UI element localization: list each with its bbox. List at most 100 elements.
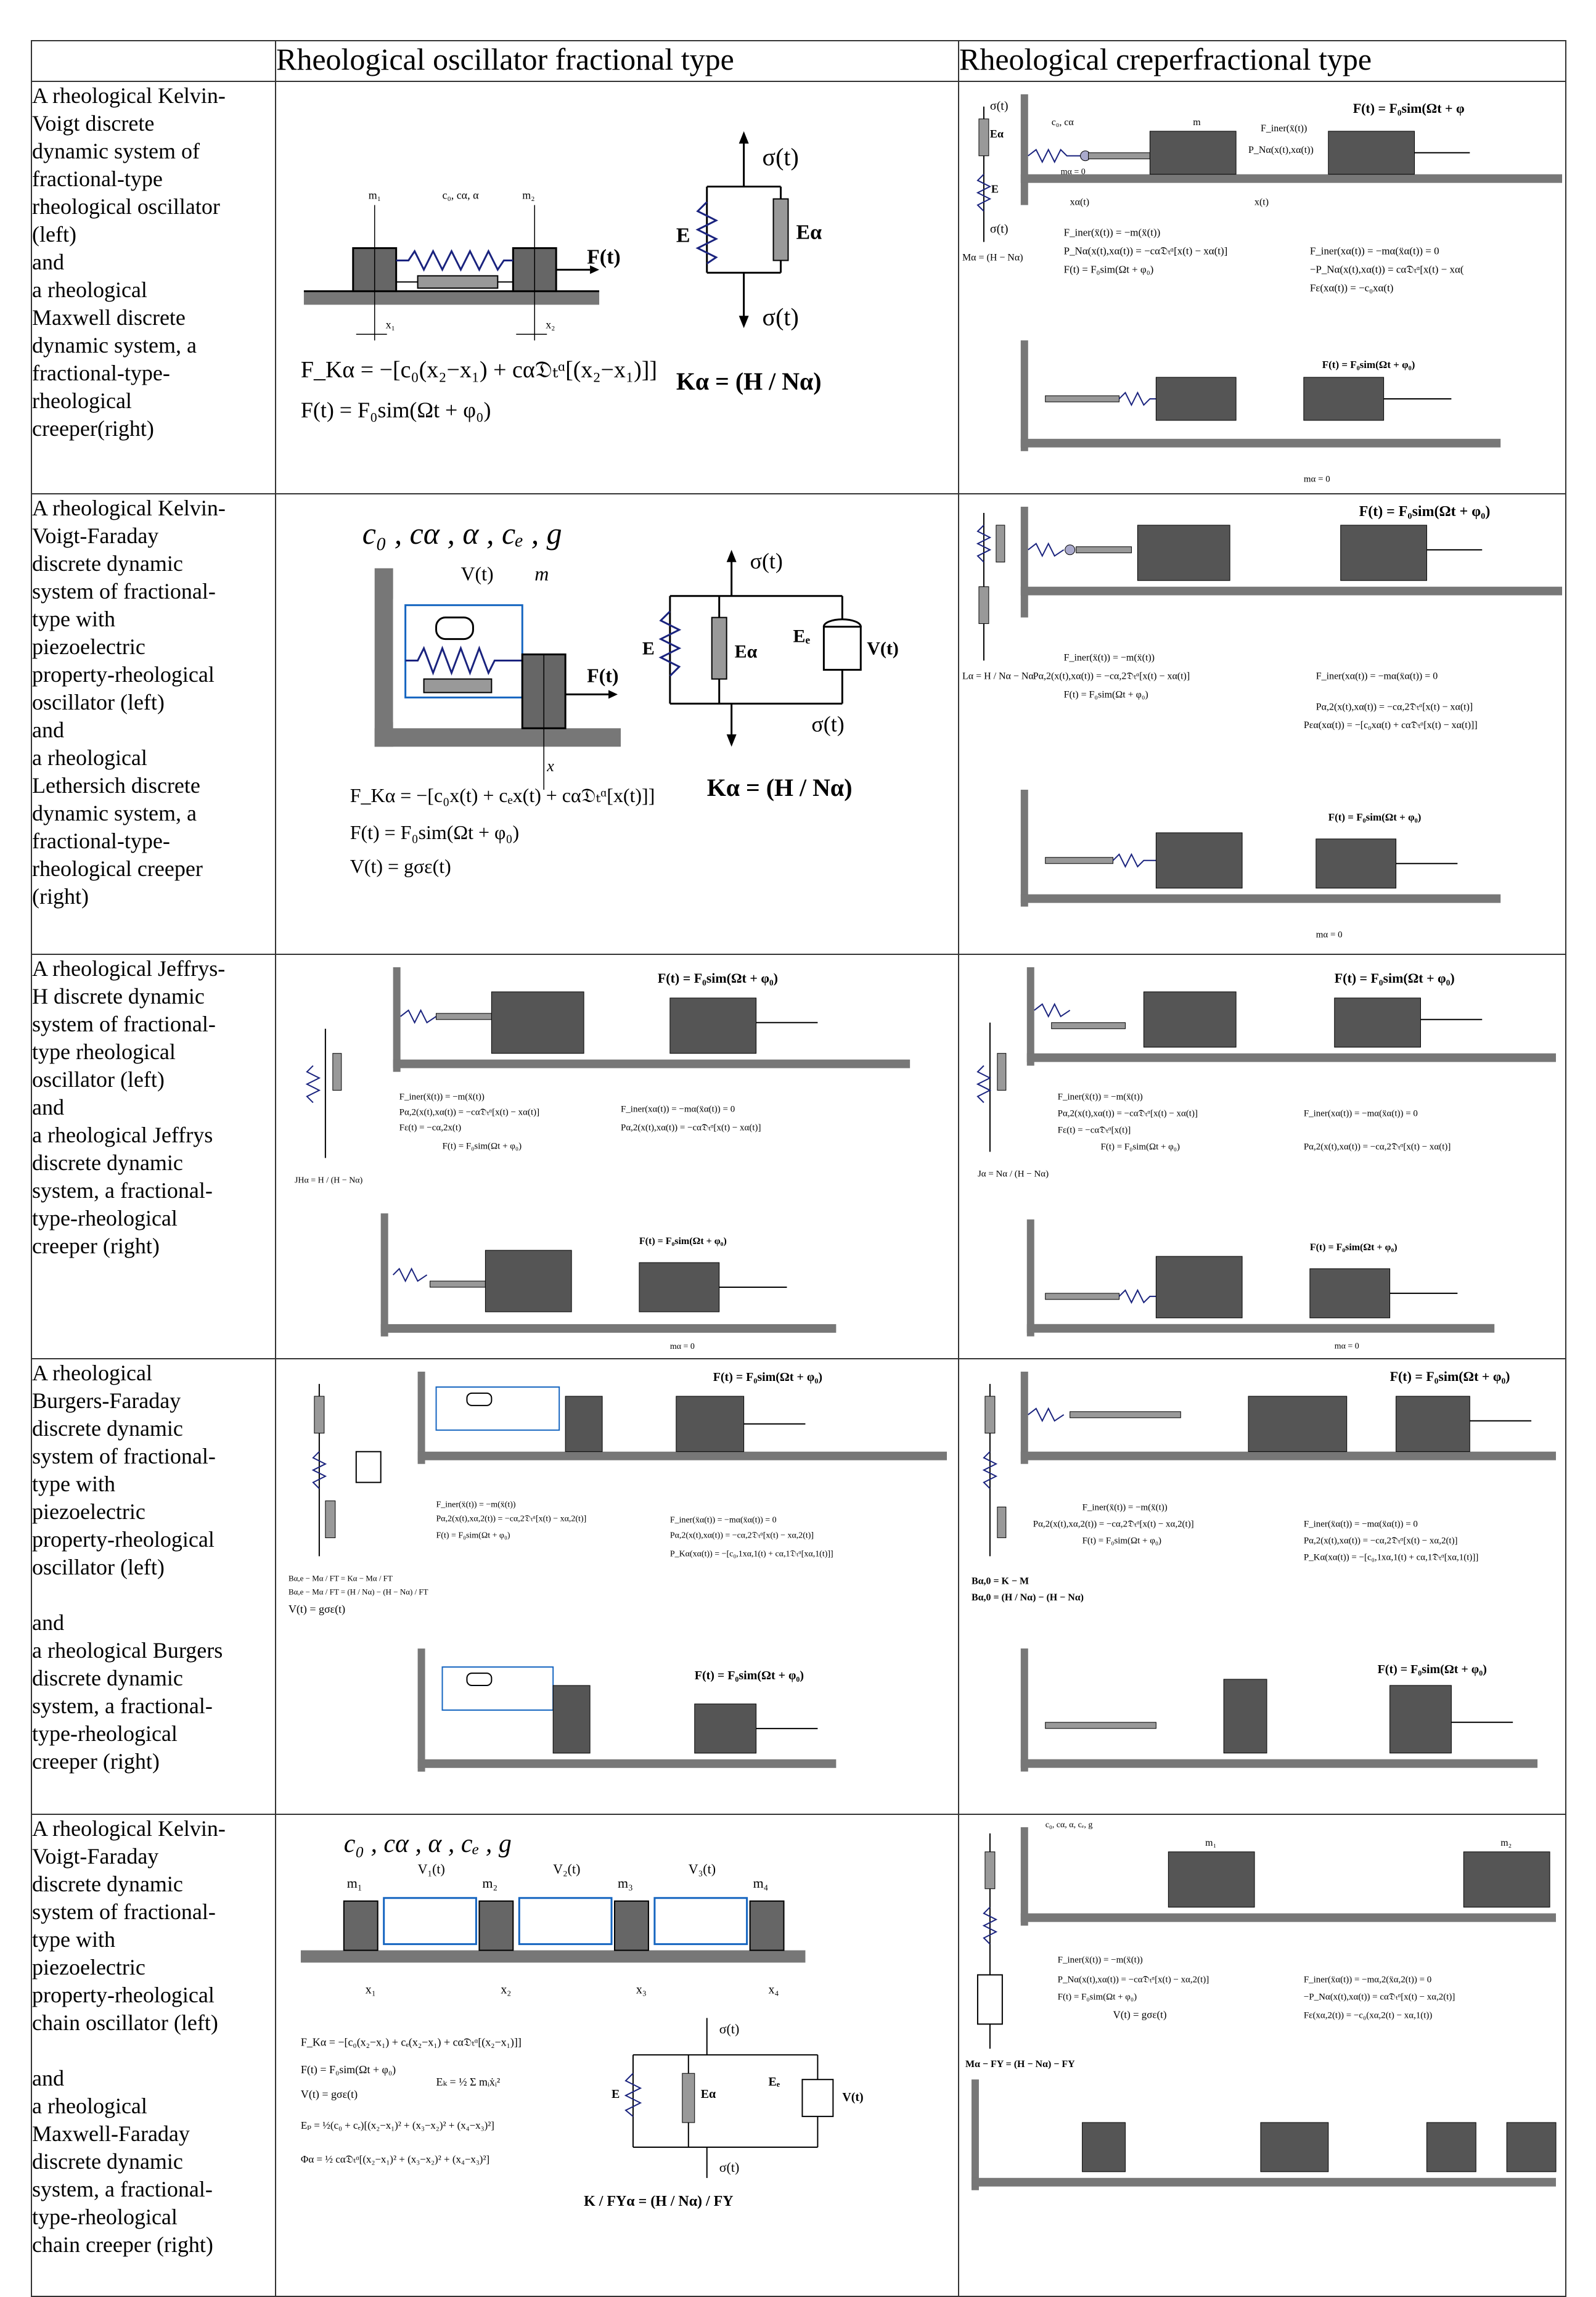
wall-face	[393, 599, 399, 723]
mass-label: m₃	[618, 1875, 633, 1891]
wall	[1020, 1648, 1028, 1772]
params-label: c₀, cα, α	[443, 189, 479, 202]
oscillator-figure: c₀ , cα , α , cₑ , g m₁ m₂ m₃ m₄ V₁(t) V…	[275, 1813, 959, 2297]
desc-line: Lethersich discrete	[32, 772, 200, 798]
desc-line: system of fractional-	[32, 1012, 216, 1037]
creeper-figure: σ(t) Eα E σ(t) Mα = (H − Nα) c₀, cα m mα…	[958, 81, 1566, 494]
E-label: E	[991, 183, 999, 195]
mass-label-m2: m₂	[522, 189, 534, 202]
equation: F(t) = F₀sim(Ωt + φ₀)	[443, 1142, 522, 1152]
equation: Eₖ = ½ Σ mᵢẋᵢ²	[436, 2076, 501, 2088]
element	[332, 1053, 342, 1091]
maxwell-creeper-diagram: σ(t) Eα E σ(t) Mα = (H − Nα) c₀, cα m mα…	[962, 94, 1563, 485]
desc-line: (right)	[32, 883, 89, 909]
force-label: F(t) = F₀sim(Ωt + φ₀)	[1310, 1242, 1398, 1253]
equation: F_iner(xα(t)) = −mα(ẍα(t)) = 0	[1310, 245, 1439, 256]
Ee-label: Eₑ	[793, 626, 810, 646]
table-row: A rheological Kelvin- Voigt-Faraday disc…	[31, 493, 1566, 956]
ground-hatch	[303, 291, 600, 305]
desc-line: Voigt discrete	[32, 111, 155, 136]
spring-element	[396, 249, 514, 272]
ground	[417, 1759, 837, 1769]
desc-line: A rheological Kelvin-	[32, 1816, 226, 1841]
spring-E	[982, 1451, 998, 1489]
sigma-top-label: σ(t)	[990, 99, 1009, 113]
equation: Pα,2(x(t),xα,2(t)) = −cα,2𝔇ₜᵅ[x(t) − xα,…	[1033, 1520, 1194, 1529]
desc-line: system of fractional-	[32, 1444, 216, 1469]
mass-block	[565, 1396, 603, 1452]
desc-line: piezoelectric	[32, 1954, 145, 1980]
model-label: Jα = Nα / (H − Nα)	[978, 1169, 1049, 1179]
voltage-label: V₂(t)	[553, 1861, 580, 1877]
equation: Pα,2(x(t),xα(t)) = −cα,2𝔇ₜᵅ[x(t) − xα,2(…	[670, 1531, 814, 1541]
x-label: x₁	[366, 1983, 376, 1996]
maxwell-faraday-chain-creeper-diagram: Mα − FY = (H − Nα) − FY c₀, cα, α, cₑ, g…	[965, 1820, 1557, 2190]
desc-line: H discrete dynamic	[32, 984, 205, 1009]
spring-E	[624, 2073, 642, 2117]
element-E-alpha	[682, 2073, 695, 2123]
wall	[1026, 1219, 1034, 1337]
desc-line: discrete dynamic	[32, 551, 183, 576]
element	[984, 1396, 996, 1434]
fractional-element	[1070, 1411, 1181, 1419]
params-label: c₀ , cα , α , cₑ , g	[362, 517, 562, 551]
spring-E	[695, 201, 719, 264]
Ea-label: Eα	[796, 221, 822, 244]
ground	[393, 1060, 911, 1069]
fractional-element	[1051, 1022, 1126, 1030]
spring	[1028, 148, 1082, 163]
creeper-figure: Mα − FY = (H − Nα) − FY c₀, cα, α, cₑ, g…	[958, 1813, 1566, 2297]
equation: Φα = ½ cα𝔇ₜᵅ[(x₂−x₁)² + (x₃−x₂)² + (x₄−x…	[301, 2153, 489, 2165]
desc-line: Maxwell-Faraday	[32, 2121, 190, 2146]
equation: Fε(xα(t)) = −c₀xα(t)	[1310, 282, 1394, 293]
element	[996, 525, 1005, 563]
sigma-bottom-label: σ(t)	[763, 303, 799, 330]
oscillator-figure: F(t) m₁ m₂ c₀, cα, α x₁ x₂ σ(t) E	[275, 81, 959, 494]
spring	[1028, 542, 1065, 557]
desc-line: oscillator (left)	[32, 689, 165, 714]
mass-label: m	[534, 563, 549, 585]
fractional-element	[430, 1280, 486, 1288]
element-E-alpha	[711, 616, 727, 680]
mass-block	[669, 997, 757, 1054]
row-description: A rheological Kelvin- Voigt-Faraday disc…	[31, 1813, 276, 2297]
equation: F_Kα = −[c₀x(t) + cₑx(t) + cα𝔇ₜᵅ[x(t)]]	[350, 785, 655, 806]
desc-line: property-rheological	[32, 1527, 215, 1552]
desc-line: rheological creeper	[32, 856, 203, 881]
mass-block	[485, 1250, 572, 1312]
mass-block	[1463, 1851, 1550, 1908]
equation: Kα = (H / Nα)	[707, 774, 853, 801]
arrow-head	[726, 734, 737, 747]
desc-line: type-rheological	[32, 1721, 178, 1746]
table-row: A rheological Kelvin- Voigt discrete dyn…	[31, 81, 1566, 494]
desc-line: Maxwell discrete	[32, 305, 186, 330]
spring-E	[976, 1065, 992, 1103]
x2-label: x₂	[546, 318, 555, 330]
model-label: JHα = H / (H − Nα)	[295, 1176, 363, 1185]
row-description: A rheological Kelvin- Voigt discrete dyn…	[31, 81, 276, 494]
params-label: c₀, cα, α, cₑ, g	[1046, 1820, 1093, 1830]
oscillator-figure: JHα = H / (H − Nα) F(t) = F₀sim(Ωt + φ₀)…	[275, 954, 959, 1360]
force-label: F(t) = F₀sim(Ωt + φ₀)	[1359, 504, 1491, 520]
creeper-figure: Jα = Nα / (H − Nα) F(t) = F₀sim(Ωt + φ₀)…	[958, 954, 1566, 1360]
ma-label: mα = 0	[1061, 168, 1086, 177]
arrow-head	[739, 131, 749, 144]
equation: F(t) = F₀sim(Ωt + φ₀)	[1064, 689, 1148, 700]
equation: V(t) = gσε(t)	[301, 2088, 358, 2101]
force-label: F(t)	[587, 665, 618, 686]
ground	[1020, 894, 1501, 903]
desc-line: type rheological	[32, 1039, 176, 1065]
Ea-label: Eα	[735, 641, 758, 661]
desc-line: system, a fractional-	[32, 2176, 213, 2201]
equation: F_iner(ẍα(t)) = −mα(ẍα(t)) = 0	[670, 1516, 777, 1525]
spring	[1118, 1289, 1156, 1304]
sigma-bottom-label: σ(t)	[811, 711, 844, 736]
desc-line: piezoelectric	[32, 1499, 145, 1525]
desc-gap	[32, 2037, 275, 2065]
desc-line: type with	[32, 606, 115, 631]
table-row: A rheological Kelvin- Voigt-Faraday disc…	[31, 1813, 1566, 2297]
equation: F(t) = F₀sim(Ωt + φ₀)	[1101, 1142, 1180, 1152]
equation: F_iner(ẍ(t)) = −m(ẍ(t))	[1064, 652, 1155, 663]
force-label: F(t) = F₀sim(Ωt + φ₀)	[1322, 359, 1415, 371]
